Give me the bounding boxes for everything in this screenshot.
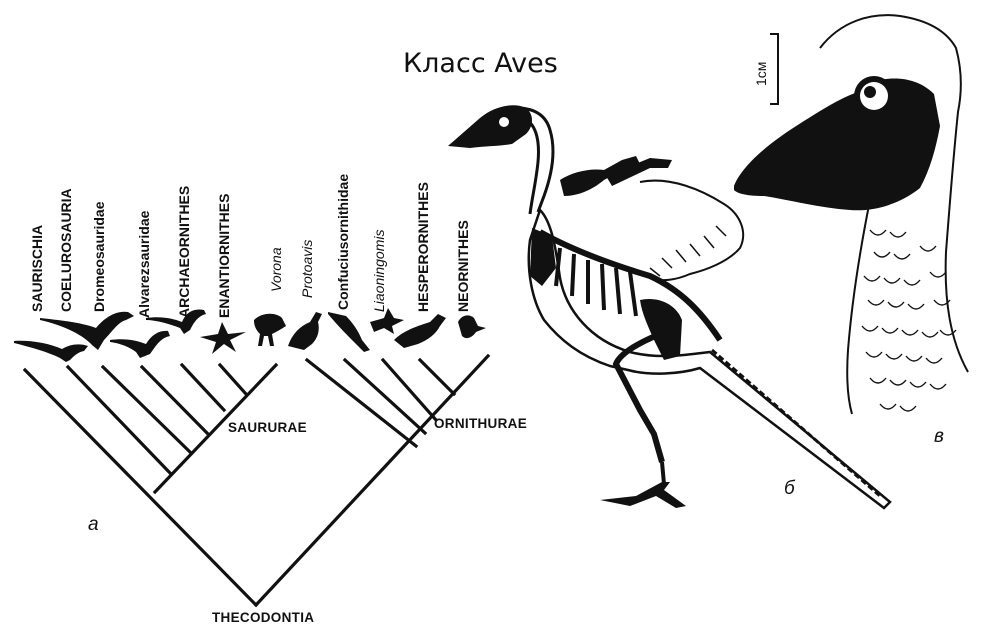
branch-neornithes: [420, 360, 454, 394]
clade-label-ornithurae: ORNITHURAE: [434, 416, 527, 431]
head-drawing: [734, 15, 968, 414]
saurischia-silhouette: [14, 341, 88, 362]
taxon-label-protoavis: Protoavis: [299, 240, 315, 298]
panel-label-b: б: [784, 478, 796, 499]
taxon-label-confuciusornithidae: Confuciusornithidae: [335, 174, 351, 310]
taxon-label-enantiornithes: ENANTIORNITHES: [216, 194, 232, 318]
taxon-label-archaeornithes: ARCHAEORNITHES: [176, 186, 192, 318]
panel-label-v: в: [934, 426, 944, 447]
liaoningornis-silhouette: [394, 314, 446, 348]
taxon-silhouettes: [14, 308, 486, 362]
protoavis-silhouette: [328, 312, 370, 352]
enantiornithes-silhouette: [254, 314, 286, 346]
panel-label-a: а: [88, 514, 99, 535]
branch-archaeornithes: [182, 365, 224, 410]
neornithes-silhouette: [458, 315, 486, 338]
figure-title: Класс Aves: [403, 48, 558, 79]
scale-bar-label: 1см: [753, 62, 769, 86]
taxon-label-hesperornithes: HESPERORNITHES: [415, 182, 431, 312]
coelurosauria-silhouette: [40, 312, 134, 350]
root-label: THECODONTIA: [212, 610, 314, 625]
branch-enantiornithes: [220, 365, 246, 394]
taxon-label-liaoningomis: Liaoningomis: [371, 230, 387, 313]
cladogram-tree: [25, 356, 488, 605]
archaeornithes-silhouette: [200, 322, 246, 354]
taxon-label-dromeosauridae: Dromeosauridae: [91, 201, 107, 312]
taxon-label-saurischia: SAURISCHIA: [29, 225, 45, 312]
taxon-label-neornithes: NEORNITHES: [455, 220, 471, 312]
branch-alvarezsauridae: [142, 367, 207, 433]
vorona-silhouette: [288, 312, 322, 350]
taxon-label-coelurosauria: COELUROSAURIA: [58, 188, 74, 312]
taxon-label-vorona: Vorona: [268, 247, 284, 292]
clade-label-saururae: SAURURAE: [228, 420, 307, 435]
dromeosauridae-silhouette: [110, 331, 170, 358]
taxon-label-alvarezsauridae: Alvarezsauridae: [136, 210, 152, 318]
taxon-labels: SAURISCHIA COELUROSAURIA Dromeosauridae …: [29, 174, 471, 318]
branch-dromeosauridae: [103, 367, 190, 452]
